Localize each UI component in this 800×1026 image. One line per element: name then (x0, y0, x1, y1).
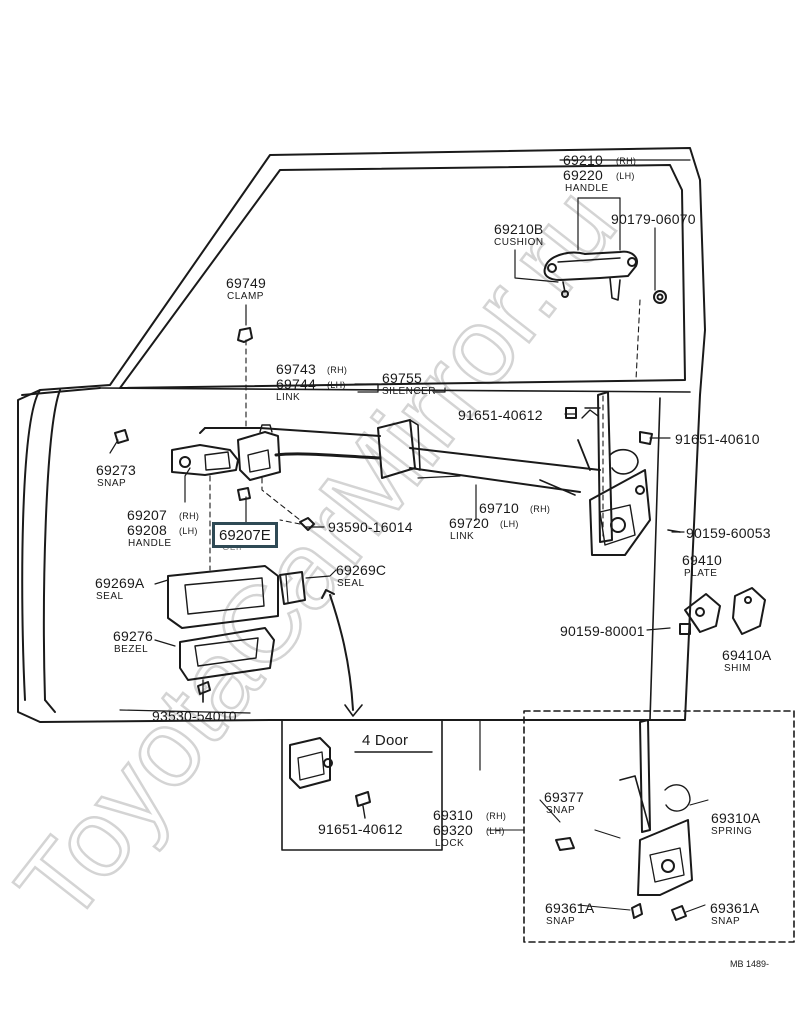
label-91651-40612-upper: 91651-40612 (458, 407, 543, 423)
seal-69269a-part (167, 565, 279, 629)
label-69320: 69320 (433, 822, 473, 838)
label-91651-40612-inset: 91651-40612 (318, 821, 403, 837)
door-lock-part (581, 391, 681, 556)
label-shim-name: SHIM (724, 663, 751, 674)
label-69320-side: (LH) (486, 826, 505, 836)
label-69310-side: (RH) (486, 811, 507, 821)
label-90159-60053: 90159-60053 (686, 525, 771, 541)
plate-part (684, 593, 721, 633)
guide-lines (209, 299, 641, 571)
label-93530: 93530-54010 (152, 708, 237, 724)
clamp-part (237, 327, 253, 343)
label-seal-c-name: SEAL (337, 578, 365, 589)
lock-detail-inset (487, 710, 795, 943)
label-spring-name: SPRING (711, 826, 753, 837)
label-silencer-name: SILENCER (382, 386, 437, 397)
label-four-door: 4 Door (362, 732, 409, 749)
label-seal-a-name: SEAL (96, 591, 124, 602)
label-69410: 69410 (682, 552, 722, 568)
label-69210b: 69210B (494, 221, 544, 237)
label-69210: 69210 (563, 152, 603, 168)
label-69273: 69273 (96, 462, 136, 478)
screws-right (565, 407, 691, 635)
label-69710: 69710 (479, 500, 519, 516)
bezel-part (179, 627, 275, 681)
label-69207: 69207 (127, 507, 167, 523)
label-69310a: 69310A (711, 810, 761, 826)
label-plate-name: PLATE (684, 568, 718, 579)
label-snap-name-69361a-right: SNAP (711, 916, 741, 927)
seal-69269c-part (279, 571, 306, 605)
label-link-upper-name: LINK (276, 392, 301, 403)
leader-lines (109, 159, 691, 771)
label-69361a-left: 69361A (545, 900, 595, 916)
label-69310: 69310 (433, 807, 473, 823)
label-69720: 69720 (449, 515, 489, 531)
four-door-inset (281, 719, 443, 851)
door-outline (17, 147, 706, 723)
label-69710-side: (RH) (530, 504, 551, 514)
link-rods (199, 427, 601, 496)
label-69276: 69276 (113, 628, 153, 644)
label-90179: 90179-06070 (611, 211, 696, 227)
label-69210-side: (RH) (616, 156, 637, 166)
arrow-part (321, 589, 363, 717)
screw-93530-part (197, 681, 211, 703)
label-snap-name-69377: SNAP (546, 805, 576, 816)
label-93590: 93590-16014 (328, 519, 413, 535)
highlighted-part-69207e[interactable]: 69207E (212, 522, 278, 548)
label-69220: 69220 (563, 167, 603, 183)
label-69743: 69743 (276, 361, 316, 377)
label-69410a: 69410A (722, 647, 772, 663)
label-lock-name: LOCK (435, 838, 465, 849)
outside-handle-part (543, 250, 667, 304)
label-clamp-name: CLAMP (227, 291, 264, 302)
label-69744-side: (LH) (327, 380, 346, 390)
label-69377: 69377 (544, 789, 584, 805)
label-snap-name-69361a-left: SNAP (546, 916, 576, 927)
label-69361a-right: 69361A (710, 900, 760, 916)
label-90159-80001: 90159-80001 (560, 623, 645, 639)
figure-code: MB 1489- (730, 959, 770, 969)
label-69269c: 69269C (336, 562, 387, 578)
label-cushion-name: CUSHION (494, 237, 544, 248)
label-69720-side: (LH) (500, 519, 519, 529)
label-snap-name-left: SNAP (97, 478, 127, 489)
label-69755: 69755 (382, 370, 422, 386)
silencer-part (377, 419, 421, 479)
label-69744: 69744 (276, 376, 316, 392)
label-69749: 69749 (226, 275, 266, 291)
label-91651-40610: 91651-40610 (675, 431, 760, 447)
label-69208: 69208 (127, 522, 167, 538)
inside-handle-part (114, 424, 315, 531)
label-69220-side: (LH) (616, 171, 635, 181)
label-inside-handle-name: HANDLE (128, 538, 172, 549)
label-69207-side: (RH) (179, 511, 200, 521)
label-69269a: 69269A (95, 575, 145, 591)
label-69208-side: (LH) (179, 526, 198, 536)
label-bezel-name: BEZEL (114, 644, 149, 655)
label-link-lower-name: LINK (450, 531, 475, 542)
label-69743-side: (RH) (327, 365, 348, 375)
label-outside-handle-name: HANDLE (565, 183, 609, 194)
shim-part (732, 587, 766, 635)
